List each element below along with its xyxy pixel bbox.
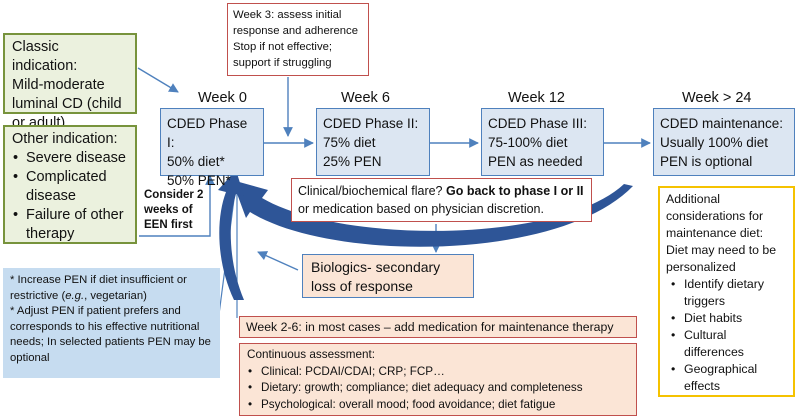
phase-title: CDED maintenance: [660,116,784,131]
classic-indication-body: Mild-moderate luminal CD (child or adult… [12,77,122,131]
arrow-classic-to-week0 [137,67,179,93]
phase-line: 75-100% diet [488,135,568,150]
maintenance-considerations-box: Additional considerations for maintenanc… [658,186,795,397]
maintenance-item: Geographical effects [670,361,787,395]
assessment-title: Continuous assessment: [247,348,375,361]
week2-6-box: Week 2-6: in most cases – add medication… [239,316,637,338]
other-indication-item: Complicated disease [12,168,128,206]
other-indication-box: Other indication: Severe disease Complic… [3,125,137,244]
phase-line: PEN as needed [488,154,583,169]
phase-line: 50% diet* [167,154,225,169]
week-label: Week 6 [341,90,390,106]
phase-line: 50% PEN* [167,173,231,188]
phase-line: 75% diet [323,135,376,150]
classic-indication-box: Classic indication: Mild-moderate lumina… [3,33,137,131]
phase-line: Usually 100% diet [660,135,769,150]
pen-note-increase: * Increase PEN if diet insufficient or r… [10,274,187,302]
big-back-arrow [232,180,633,247]
assessment-item: Psychological: overall mood; food avoida… [247,397,629,414]
big-up-arrow [218,170,244,300]
flare-text-end: or medication based on physician discret… [298,202,544,216]
other-indication-item: Failure of other therapy [12,206,128,244]
phase-line: 25% PEN [323,154,382,169]
other-indication-title: Other indication: [12,131,118,147]
week3-box: Week 3: assess initial response and adhe… [227,3,369,76]
flare-text: Clinical/biochemical flare? [298,184,446,198]
maintenance-subtitle: Diet may need to be personalized [666,243,777,274]
other-indication-item: Severe disease [12,149,128,168]
classic-indication-title: Classic indication: [12,39,78,74]
assessment-item: Dietary: growth; compliance; diet adequa… [247,380,629,397]
phase-title: CDED Phase III: [488,116,588,131]
arrow-other-to-phase1 [139,175,215,237]
phase-box-2: CDED Phase II: 75% diet 25% PEN [316,108,430,176]
phase-box-1: CDED Phase I: 50% diet* 50% PEN* [160,108,264,188]
maintenance-intro: Additional considerations for maintenanc… [666,192,764,240]
pen-adjust-note: * Increase PEN if diet insufficient or r… [3,268,220,378]
week-label: Week > 24 [682,90,752,106]
pen-note-adjust: * Adjust PEN if patient prefers and corr… [10,305,211,364]
flare-emphasis: Go back to phase I or II [445,184,584,198]
phase-box-3: CDED Phase III: 75-100% diet PEN as need… [481,108,604,176]
phase-line: PEN is optional [660,154,753,169]
maintenance-item: Identify dietary triggers [670,276,787,310]
flare-box: Clinical/biochemical flare? Go back to p… [291,178,592,222]
maintenance-item: Diet habits [670,310,787,327]
week-label: Week 12 [508,90,565,106]
phase-title: CDED Phase I: [167,116,248,150]
continuous-assessment-box: Continuous assessment: Clinical: PCDAI/C… [239,343,637,416]
arrow-biologics-to-phase1 [257,251,299,271]
phase-title: CDED Phase II: [323,116,419,131]
week-label: Week 0 [198,90,247,106]
maintenance-item: Cultural differences [670,327,787,361]
assessment-item: Clinical: PCDAI/CDAI; CRP; FCP… [247,364,629,381]
biologics-box: Biologics- secondary loss of response [302,254,474,298]
een-note: Consider 2 weeks of EEN first [144,189,204,231]
phase-box-maintenance: CDED maintenance: Usually 100% diet PEN … [653,108,795,176]
